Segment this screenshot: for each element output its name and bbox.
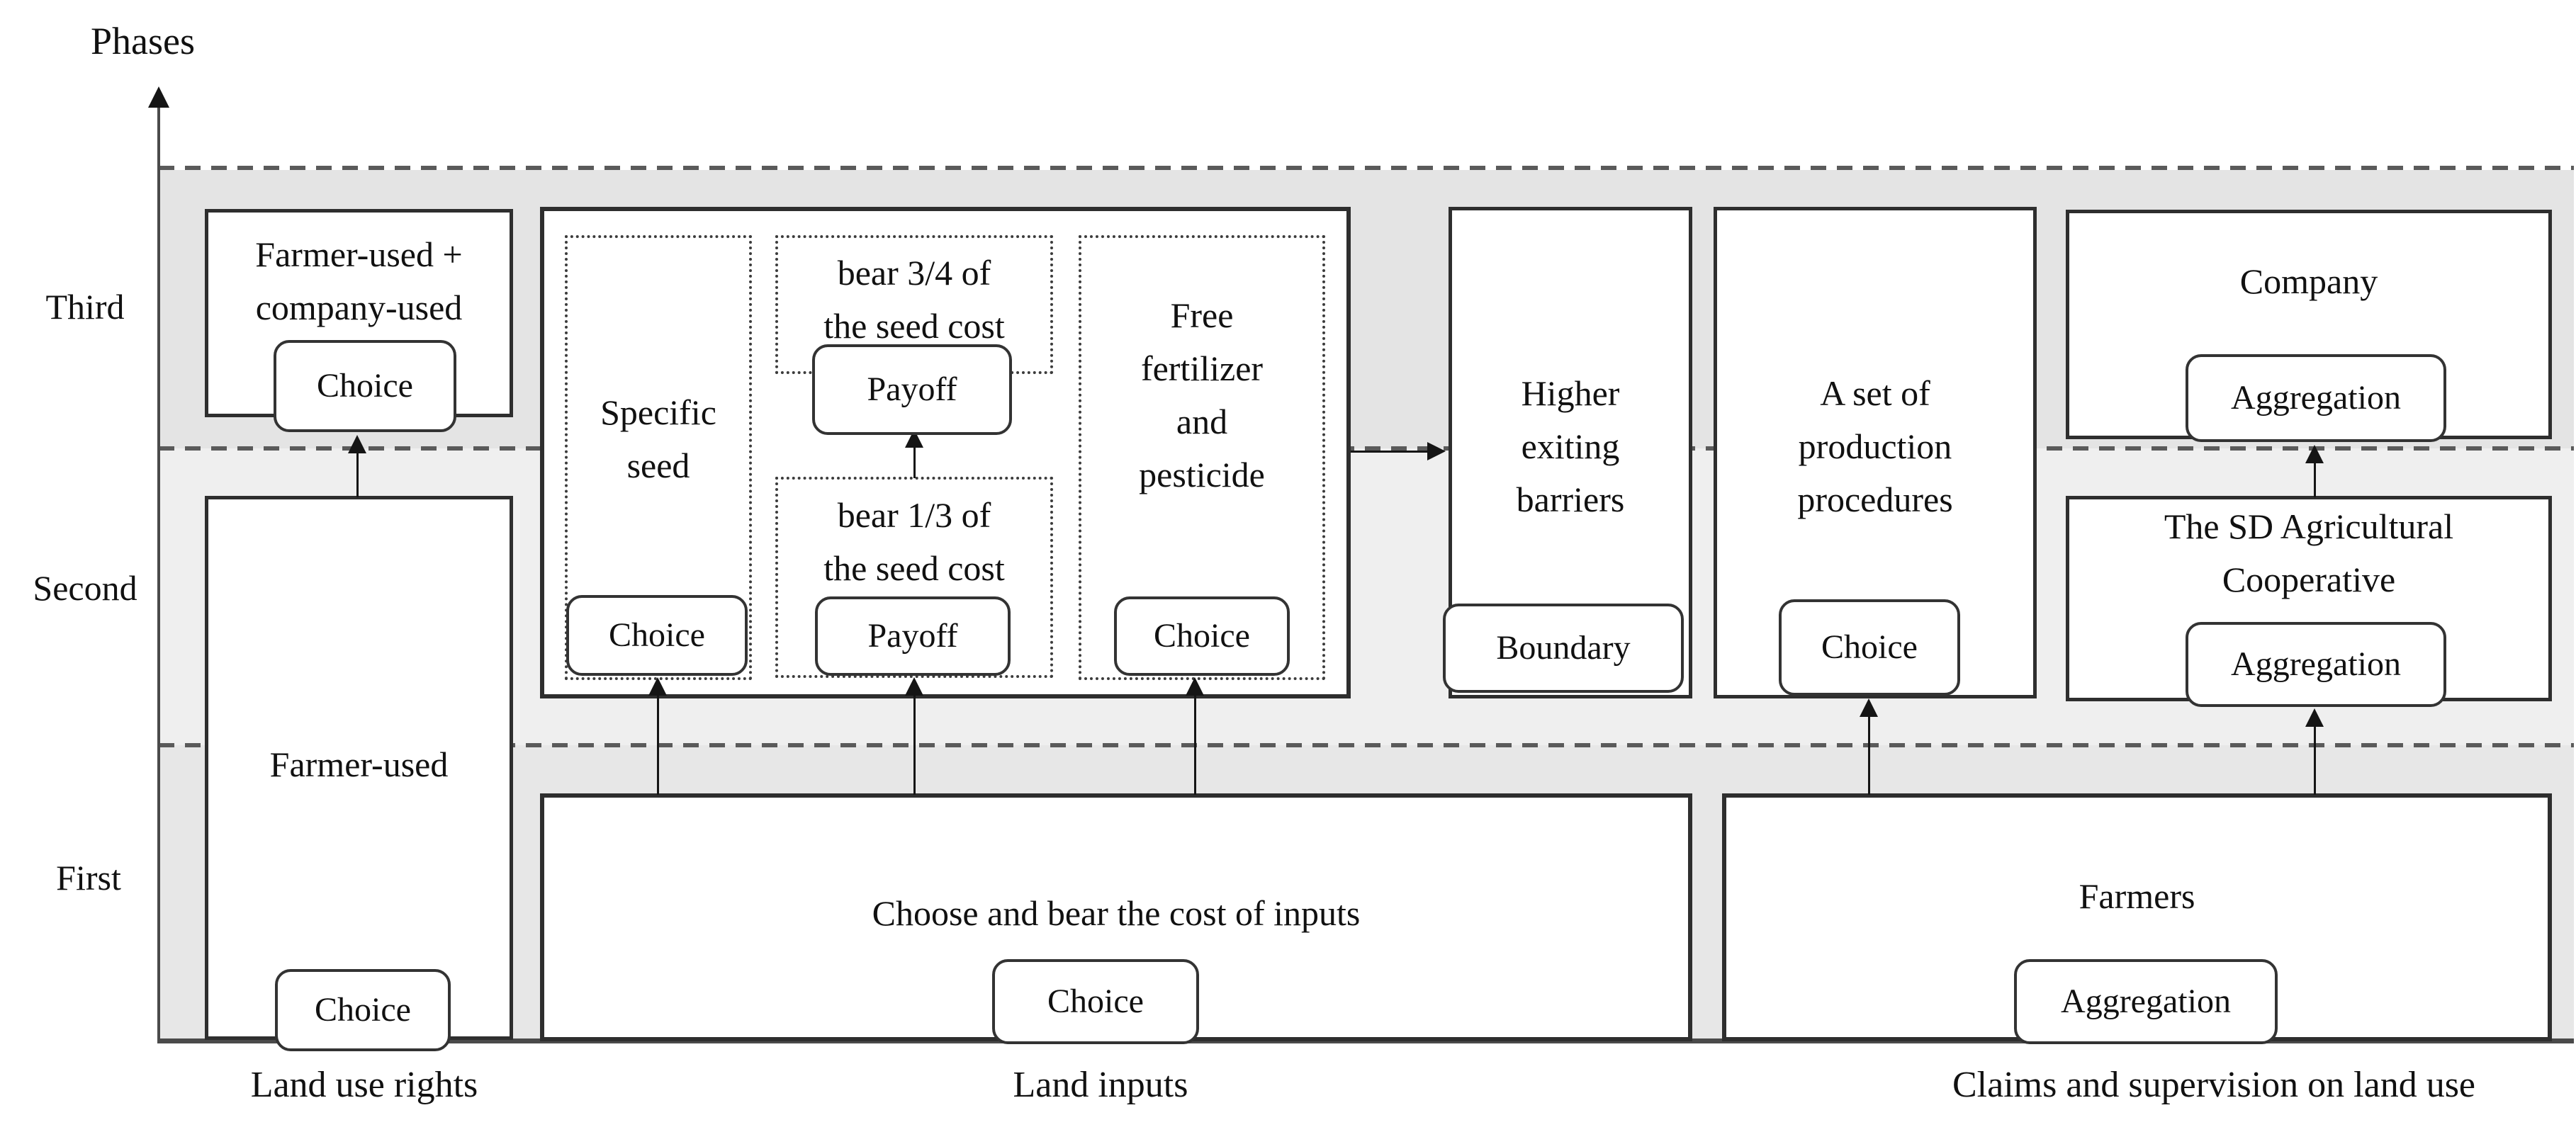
farmers-aggregation-badge: Aggregation [2014, 959, 2278, 1044]
free-fertilizer-label: Free fertilizer and pesticide [1139, 295, 1265, 494]
bear-one-third-payoff-badge: Payoff [815, 596, 1011, 676]
choose-inputs-choice-badge: Choice [992, 959, 1199, 1044]
sd-cooperative-aggregation-badge: Aggregation [2186, 622, 2446, 707]
arrow-up-cooperative-to-company-icon [2305, 445, 2324, 463]
farmer-used-label: Farmer-used [269, 745, 449, 784]
phase-divider-second-third [159, 446, 2574, 451]
company-label: Company [2239, 261, 2378, 301]
phase-divider-first-second [159, 743, 2574, 747]
category-label-land-use-rights: Land use rights [250, 1065, 478, 1105]
bear-one-third-label: bear 1/3 of the seed cost [823, 495, 1005, 588]
arrow-up-inputs-to-fertilizer-choice-shaft [1194, 694, 1196, 795]
arrow-up-farmerused-to-choice-shaft [356, 452, 359, 497]
phase-label-third: Third [45, 287, 125, 327]
farmers-label: Farmers [2079, 876, 2195, 916]
specific-seed-choice-badge: Choice [566, 595, 748, 676]
arrow-up-inputs-to-payoff-shaft [913, 694, 916, 795]
category-label-land-inputs: Land inputs [1013, 1065, 1188, 1105]
box-production-procedures [1714, 207, 2037, 698]
sd-cooperative-label: The SD Agricultural Cooperative [2164, 506, 2454, 599]
y-axis-line [157, 108, 160, 1041]
higher-exiting-barriers-boundary-badge: Boundary [1443, 604, 1684, 693]
arrow-up-inputs-to-seed-choice-shaft [657, 694, 659, 795]
farmer-used-choice-badge: Choice [275, 969, 451, 1051]
arrow-up-inputs-to-seed-choice-icon [648, 677, 667, 696]
arrow-right-to-barriers-icon [1427, 442, 1446, 460]
box-bear-one-third [775, 477, 1053, 678]
bear-three-quarters-payoff-badge: Payoff [812, 344, 1012, 435]
category-label-claims: Claims and supervision on land use [1952, 1065, 2476, 1105]
box-farmer-used [205, 496, 513, 1040]
box-company [2066, 210, 2552, 439]
production-procedures-label: A set of production procedures [1797, 373, 1953, 519]
choose-inputs-label: Choose and bear the cost of inputs [872, 893, 1361, 933]
arrow-up-farmers-to-procedures-choice-shaft [1868, 715, 1870, 795]
arrow-up-farmers-to-cooperative-icon [2305, 708, 2324, 727]
farmer-company-choice-badge: Choice [274, 340, 456, 432]
arrow-up-inputs-to-payoff-icon [905, 677, 923, 696]
phase-divider-top [159, 166, 2574, 170]
free-fertilizer-choice-badge: Choice [1114, 596, 1290, 676]
company-aggregation-badge: Aggregation [2186, 354, 2446, 442]
arrow-up-farmerused-to-choice-icon [348, 435, 366, 453]
arrow-right-to-barriers-shaft [1351, 451, 1430, 453]
arrow-up-cooperative-to-company-shaft [2314, 462, 2316, 497]
axis-title: Phases [91, 20, 195, 62]
phase-label-second: Second [33, 568, 137, 608]
y-axis-arrowhead-icon [148, 86, 169, 108]
production-procedures-choice-badge: Choice [1779, 599, 1960, 696]
arrow-up-farmers-to-cooperative-shaft [2314, 725, 2316, 795]
phase-label-first: First [56, 858, 121, 898]
arrow-up-inputs-to-fertilizer-choice-icon [1186, 677, 1204, 696]
bear-three-quarters-label: bear 3/4 of the seed cost [823, 253, 1005, 346]
arrow-up-onethird-to-payoff-shaft [913, 446, 916, 478]
specific-seed-label: Specific seed [600, 392, 716, 485]
higher-exiting-barriers-label: Higher exiting barriers [1516, 373, 1625, 519]
arrow-up-farmers-to-procedures-choice-icon [1860, 698, 1878, 717]
farmer-company-label: Farmer-used + company-used [255, 234, 463, 327]
